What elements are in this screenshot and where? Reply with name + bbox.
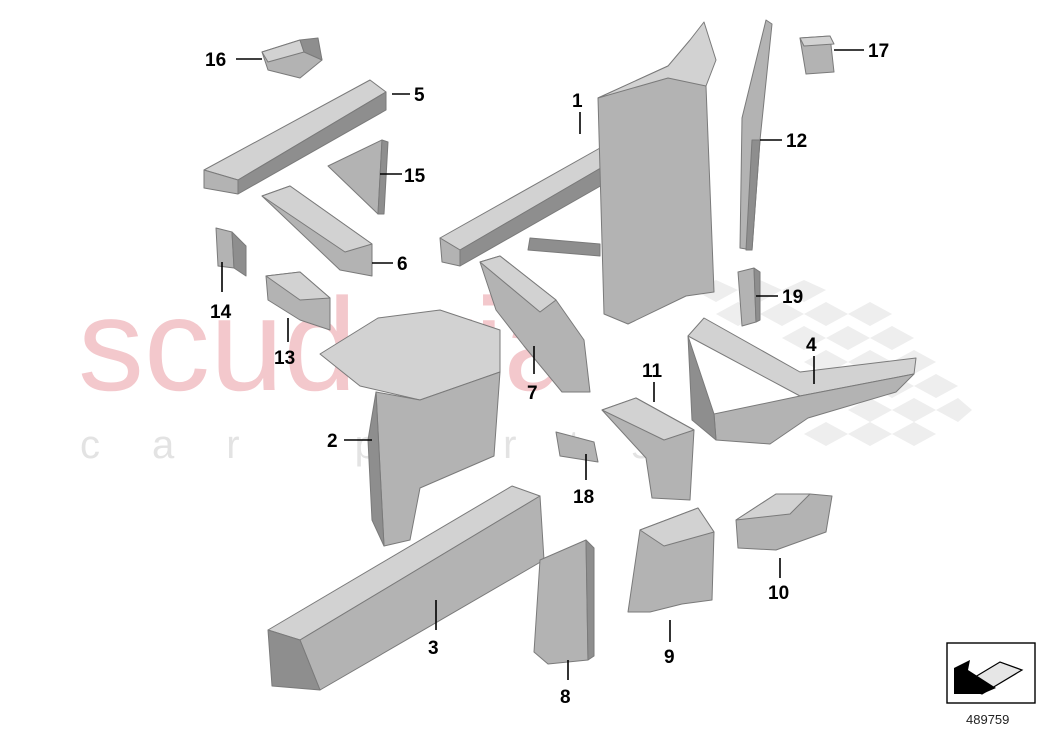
callout-15: 15 — [404, 166, 426, 187]
callout-5: 5 — [414, 85, 425, 106]
callout-3: 3 — [428, 638, 439, 659]
part-6 — [261, 185, 373, 277]
part-12 — [739, 19, 773, 251]
part-8 — [533, 539, 595, 665]
callout-10: 10 — [768, 583, 789, 604]
callout-18: 18 — [573, 487, 594, 508]
part-4 — [687, 317, 917, 445]
reference-number: 489759 — [966, 712, 1009, 727]
callout-17: 17 — [868, 41, 889, 62]
callout-6: 6 — [397, 254, 408, 275]
leader-lines — [221, 49, 864, 680]
callout-13: 13 — [274, 348, 295, 369]
part-18 — [555, 431, 599, 463]
callout-8: 8 — [560, 687, 571, 708]
part-15 — [327, 139, 389, 215]
part-17 — [799, 35, 835, 75]
part-14 — [215, 227, 247, 277]
part-13 — [265, 271, 331, 331]
callout-2: 2 — [327, 431, 338, 452]
callout-16: 16 — [205, 50, 226, 71]
callout-labels: 1 2 3 4 5 6 7 8 9 10 11 12 13 14 15 16 1… — [205, 41, 889, 708]
part-5 — [203, 79, 387, 195]
part-1 — [439, 21, 717, 325]
part-2 — [319, 309, 501, 547]
callout-14: 14 — [210, 302, 232, 323]
callout-4: 4 — [806, 335, 817, 356]
part-11 — [601, 397, 695, 501]
part-7 — [479, 255, 591, 393]
callout-12: 12 — [786, 131, 807, 152]
direction-arrow-icon — [946, 642, 1036, 704]
callout-1: 1 — [572, 91, 583, 112]
callout-11: 11 — [642, 361, 663, 382]
watermark-subtitle: car parts — [80, 423, 704, 467]
part-9 — [627, 507, 715, 613]
part-16 — [261, 37, 323, 79]
callout-7: 7 — [527, 383, 538, 404]
part-10 — [735, 493, 833, 551]
callout-9: 9 — [664, 647, 675, 668]
callout-19: 19 — [782, 287, 803, 308]
part-19 — [737, 267, 761, 327]
